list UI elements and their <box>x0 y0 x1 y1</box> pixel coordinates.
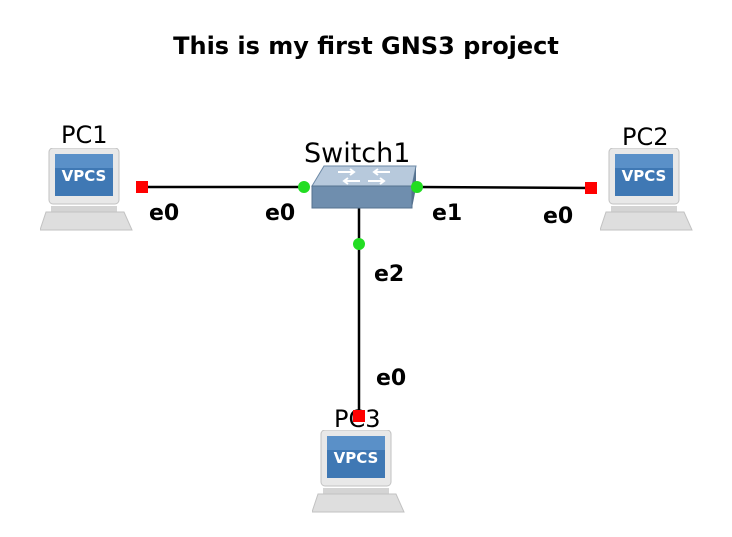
switch1-e2-port-label: e2 <box>374 262 405 287</box>
vpcs-computer-icon: VPCS <box>312 430 405 513</box>
pc3-node[interactable]: VPCS <box>312 430 406 514</box>
switch1-e0-status-marker <box>298 181 310 193</box>
pc2-e0-status-marker <box>585 182 597 194</box>
pc2-screen-text: VPCS <box>622 167 667 185</box>
switch1-e1-status-marker <box>411 181 423 193</box>
switch1-e0-port-label: e0 <box>265 201 296 226</box>
pc2-port-label: e0 <box>543 204 574 229</box>
link-switch1-pc2[interactable] <box>416 185 592 190</box>
vpcs-computer-icon: VPCS <box>600 148 693 231</box>
ethernet-switch-icon <box>311 165 417 209</box>
pc2-label: PC2 <box>622 123 669 151</box>
pc1-screen-text: VPCS <box>62 167 107 185</box>
switch1-node[interactable] <box>308 162 420 212</box>
pc1-e0-status-marker <box>136 181 148 193</box>
pc2-node[interactable]: VPCS <box>600 148 694 232</box>
switch1-e2-status-marker <box>353 238 365 250</box>
vpcs-computer-icon: VPCS <box>40 148 133 231</box>
pc1-label: PC1 <box>61 121 108 149</box>
pc3-e0-status-marker <box>353 410 365 422</box>
pc3-screen-text: VPCS <box>334 449 379 467</box>
pc3-port-label: e0 <box>376 366 407 391</box>
pc1-node[interactable]: VPCS <box>40 148 134 232</box>
pc1-port-label: e0 <box>149 201 180 226</box>
diagram-title: This is my first GNS3 project <box>173 32 559 60</box>
switch1-label: Switch1 <box>304 138 411 169</box>
switch1-e1-port-label: e1 <box>432 201 463 226</box>
